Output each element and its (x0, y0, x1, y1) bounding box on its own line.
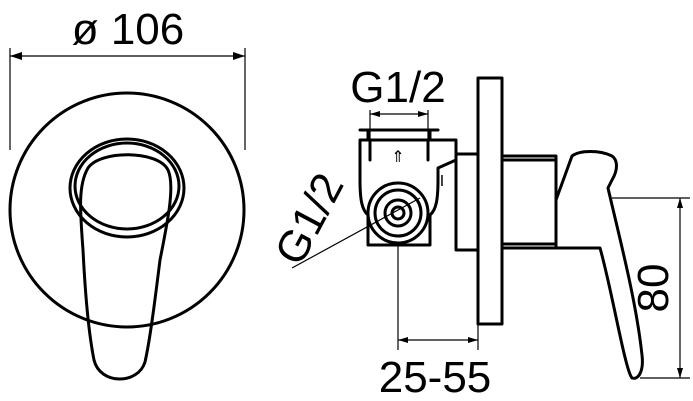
inlet-side-label: G1/2 (266, 165, 354, 272)
lever-hub-inner (73, 141, 181, 231)
body-sleeve (454, 152, 480, 252)
lever-handle (79, 153, 173, 381)
inlet-top-label: G1/2 (350, 63, 445, 112)
diameter-dimension: ø 106 (9, 5, 246, 150)
valve-body (358, 138, 458, 247)
flow-arrow: ⇑ (391, 149, 404, 166)
depth-dimension: 25-55 (379, 245, 492, 401)
mark-i: I (440, 173, 444, 190)
lever-height-dimension: 80 (612, 197, 690, 379)
side-inlet-mid (373, 188, 423, 238)
diameter-label: ø 106 (72, 5, 185, 54)
lever-side (554, 150, 644, 380)
side-view: G1/2 ⇑ I G1/2 (266, 63, 690, 401)
wall-plate (476, 76, 504, 326)
depth-range-label: 25-55 (379, 353, 492, 401)
side-inlet-inner (383, 198, 413, 228)
cover-plate (8, 91, 246, 329)
lever-hub (68, 137, 186, 239)
inlet-top-dimension: G1/2 (350, 63, 446, 140)
side-inlet-outer (366, 181, 430, 245)
lever-height-label: 80 (629, 264, 678, 313)
handle-body (500, 154, 558, 250)
front-view: ø 106 (8, 5, 246, 381)
